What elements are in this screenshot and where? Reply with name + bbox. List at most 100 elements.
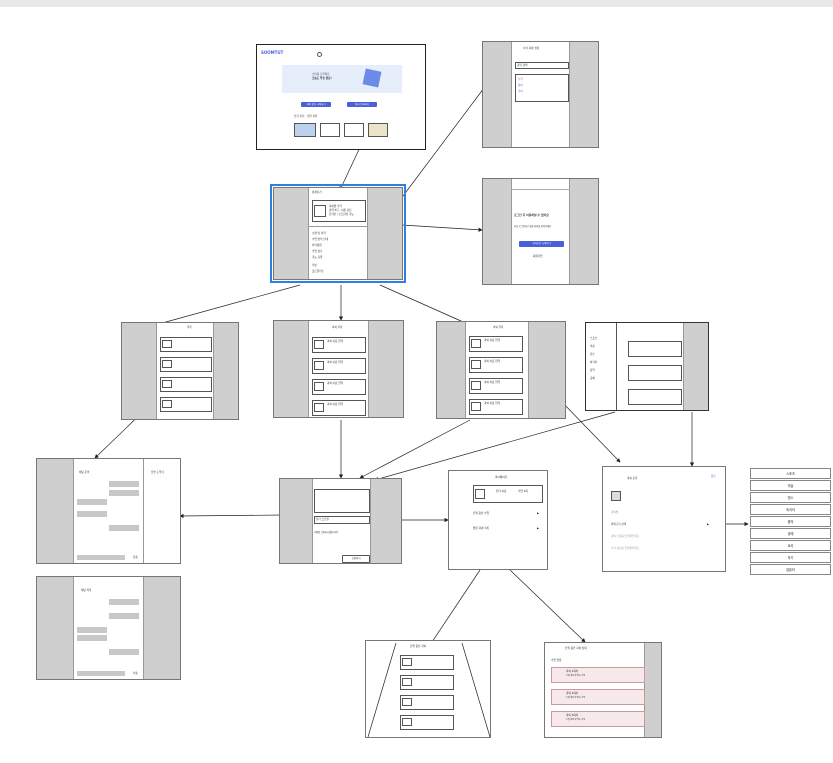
- signup-link[interactable]: 회원가입: [533, 255, 543, 258]
- home-card-3[interactable]: [344, 123, 364, 137]
- mypage-avatar: [475, 489, 485, 499]
- bottom-row-3[interactable]: [400, 715, 454, 730]
- chat-input[interactable]: [77, 555, 125, 560]
- chat-screen: 채팅 문의 답변 도우미 전송: [36, 458, 181, 564]
- home-card-4[interactable]: [368, 123, 388, 137]
- detail-menu-0[interactable]: 소개 및 경력: [312, 232, 326, 235]
- bottom-list-diagonals: [367, 642, 490, 737]
- login-prompt-screen: 로그인 후 이용하실 수 있어요 지금 로그인하고 맞춤 튜터를 찾아보세요 카…: [482, 178, 599, 285]
- register-photo[interactable]: [611, 491, 621, 501]
- arrow-mypage-list: [427, 569, 481, 649]
- find-tutor-button[interactable]: 과외 찾기 시작하기: [301, 102, 331, 107]
- apply-screen: 튜터 프로필 과외를 신청하시겠습니까? 신청하기: [279, 478, 402, 564]
- panel-row-1[interactable]: [628, 365, 682, 381]
- list2-row-2[interactable]: 과외 이름 입력: [312, 379, 366, 395]
- category-item-8[interactable]: 컴퓨터: [750, 564, 831, 575]
- mypage-row-1-chevron-icon: ▶: [537, 512, 539, 515]
- list3-row-1[interactable]: 과외 이름 입력: [469, 357, 523, 373]
- hero-line1: 스터디 도우미로: [312, 73, 330, 76]
- list3-row-0[interactable]: 과외 이름 입력: [469, 336, 523, 352]
- register-tutor-button[interactable]: 튜터 등록하기: [347, 102, 377, 107]
- home-card-2[interactable]: [320, 123, 340, 137]
- category-item-3[interactable]: 외국어: [750, 504, 831, 515]
- review-item-1[interactable]: 과외 2회차 수업 내용 및 진도 기록: [551, 689, 645, 705]
- chat-bubble-5: [109, 525, 139, 531]
- home-section-title: 인기 튜터 · 추천 과목: [294, 115, 318, 118]
- register-action[interactable]: 완료: [711, 475, 716, 478]
- arrow-detail-login: [401, 224, 483, 232]
- home-card-1[interactable]: [294, 123, 316, 137]
- detail-divider: [308, 226, 368, 227]
- register-title: 과외 등록: [627, 477, 638, 480]
- register-category-row[interactable]: 카테고리 선택: [611, 523, 627, 526]
- review-item-2[interactable]: 과외 3회차 수업 내용 및 진도 기록: [551, 711, 645, 727]
- detail-menu-6[interactable]: 포트폴리오: [312, 270, 324, 273]
- panel-row-2[interactable]: [628, 389, 682, 405]
- chat-send-button[interactable]: 전송: [133, 556, 138, 559]
- filter-search-input[interactable]: 과목 검색: [515, 62, 569, 69]
- list1-row-3[interactable]: [160, 397, 212, 412]
- mypage-row-1[interactable]: 진행 중인 수업: [473, 512, 489, 515]
- chat-title: 채팅 문의: [79, 471, 90, 474]
- category-item-5[interactable]: 공예: [750, 528, 831, 539]
- category-item-6[interactable]: 요리: [750, 540, 831, 551]
- hero-banner: 스터디 도우미로 오늘도 학습 완료!: [282, 65, 402, 93]
- detail-menu-1[interactable]: 수업 방식 안내: [312, 238, 328, 241]
- filter-item-2[interactable]: 국어: [518, 90, 523, 93]
- list1-row-1[interactable]: [160, 357, 212, 372]
- arrow-mypage-reviews: [509, 569, 586, 643]
- logo: SOOMTUT: [261, 50, 284, 55]
- filter-item-0[interactable]: 수학: [518, 78, 523, 81]
- detail-menu-2[interactable]: 커리큘럼: [312, 244, 322, 247]
- arrow-detail-list3: [379, 284, 471, 326]
- chat2-input[interactable]: [77, 671, 125, 676]
- filter-item-1[interactable]: 영어: [518, 84, 523, 87]
- register-screen: 과외 등록 완료 과외명 카테고리 선택 ▶ 과외 소개를 입력해주세요 가격 …: [602, 466, 726, 572]
- category-item-0[interactable]: 스포츠: [750, 468, 831, 479]
- mypage-row-2[interactable]: 찜한 과외 목록: [473, 527, 489, 530]
- category-panel-screen: 스포츠 미술 댄스 외국어 음악 공예: [585, 322, 709, 411]
- apply-button[interactable]: 신청하기: [342, 555, 370, 563]
- list1-row-2[interactable]: [160, 377, 212, 392]
- filter-results: 수학 영어 국어: [515, 74, 569, 102]
- register-detail[interactable]: 가격 정보를 입력해주세요: [611, 547, 639, 550]
- review-item-0[interactable]: 과외 1회차 수업 내용 및 진도 기록: [551, 667, 645, 683]
- login-button[interactable]: 카카오로 시작하기: [519, 241, 564, 247]
- detail-menu-3[interactable]: 수업 장소: [312, 250, 323, 253]
- detail-card[interactable]: 과외명 수학 경력 5년 · 서울 강남 온라인 / 오프라인 가능: [312, 200, 366, 222]
- mypage-row-2-chevron-icon: ▶: [537, 527, 539, 530]
- arrow-apply-chat: [179, 513, 286, 519]
- category-item-1[interactable]: 미술: [750, 480, 831, 491]
- top-bar: [0, 0, 833, 7]
- reviews-title: 진행 중인 과외 상세: [565, 647, 587, 650]
- list-screen-1: 목록: [121, 322, 239, 420]
- bottom-row-2[interactable]: [400, 695, 454, 710]
- category-item-2[interactable]: 댄스: [750, 492, 831, 503]
- list1-row-0[interactable]: [160, 337, 212, 352]
- reviews-section: 수업 일정: [551, 659, 562, 662]
- arrow-detail-filter: [399, 79, 491, 201]
- apply-profile[interactable]: 튜터 프로필: [314, 516, 370, 524]
- chat2-bubble-3: [77, 627, 107, 633]
- chat2-send-button[interactable]: 전송: [133, 672, 138, 675]
- arrow-panel-apply: [374, 411, 616, 482]
- list2-row-0[interactable]: 과외 이름 입력: [312, 337, 366, 353]
- detail-menu-5[interactable]: 리뷰: [312, 264, 317, 267]
- detail-card-line-1: 과외명 수학: [329, 205, 342, 208]
- category-item-7[interactable]: 악기: [750, 552, 831, 563]
- bottom-row-0[interactable]: [400, 655, 454, 670]
- list3-title: 과외 목록: [493, 326, 504, 329]
- list2-row-3[interactable]: 과외 이름 입력: [312, 400, 366, 416]
- chat-bubble-2: [109, 490, 139, 496]
- chat-screen-2: 채팅 목록 전송: [36, 576, 181, 680]
- bottom-row-1[interactable]: [400, 675, 454, 690]
- list3-row-3[interactable]: 과외 이름 입력: [469, 399, 523, 415]
- detail-menu-4[interactable]: 가능 요일: [312, 256, 323, 259]
- list3-row-2[interactable]: 과외 이름 입력: [469, 378, 523, 394]
- list2-row-1[interactable]: 과외 이름 입력: [312, 358, 366, 374]
- panel-row-0[interactable]: [628, 341, 682, 357]
- search-icon[interactable]: [317, 52, 322, 57]
- category-item-4[interactable]: 음악: [750, 516, 831, 527]
- register-hint[interactable]: 과외 소개를 입력해주세요: [611, 535, 639, 538]
